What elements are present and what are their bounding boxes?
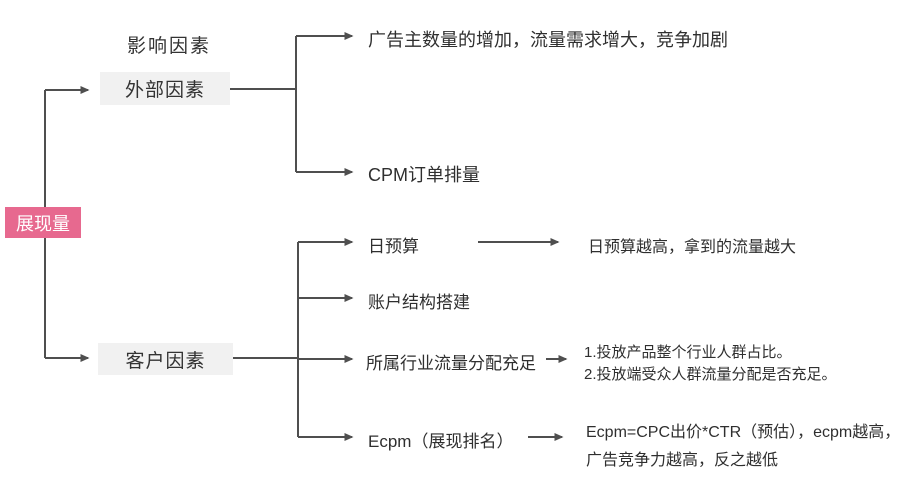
root-node-impressions: 展现量 <box>5 207 81 238</box>
note-industry-line-1: 1.投放产品整个行业人群占比。 <box>584 344 792 361</box>
diagram-title: 影响因素 <box>127 36 212 57</box>
leaf-account-structure: 账户结构搭建 <box>368 293 470 312</box>
leaf-industry-traffic: 所属行业流量分配充足 <box>366 354 536 373</box>
leaf-advertiser-increase: 广告主数量的增加，流量需求增大，竞争加剧 <box>368 30 728 50</box>
leaf-cpm-orders: CPM订单排量 <box>368 165 480 185</box>
node-external-factors: 外部因素 <box>100 72 230 105</box>
note-ecpm: Ecpm=CPC出价*CTR（预估），ecpm越高， 广告竞争力越高，反之越低 <box>586 419 900 475</box>
note-industry-line-2: 2.投放端受众人群流量分配是否充足。 <box>584 366 837 383</box>
node-customer-factors: 客户因素 <box>98 343 233 375</box>
leaf-ecpm: Ecpm（展现排名） <box>368 432 514 451</box>
leaf-daily-budget: 日预算 <box>368 237 419 256</box>
note-ecpm-line-1: Ecpm=CPC出价*CTR（预估），ecpm越高， <box>586 424 900 441</box>
note-daily-budget: 日预算越高，拿到的流量越大 <box>588 239 797 256</box>
note-industry-traffic: 1.投放产品整个行业人群占比。 2.投放端受众人群流量分配是否充足。 <box>584 342 837 386</box>
note-ecpm-line-2: 广告竞争力越高，反之越低 <box>586 452 779 469</box>
